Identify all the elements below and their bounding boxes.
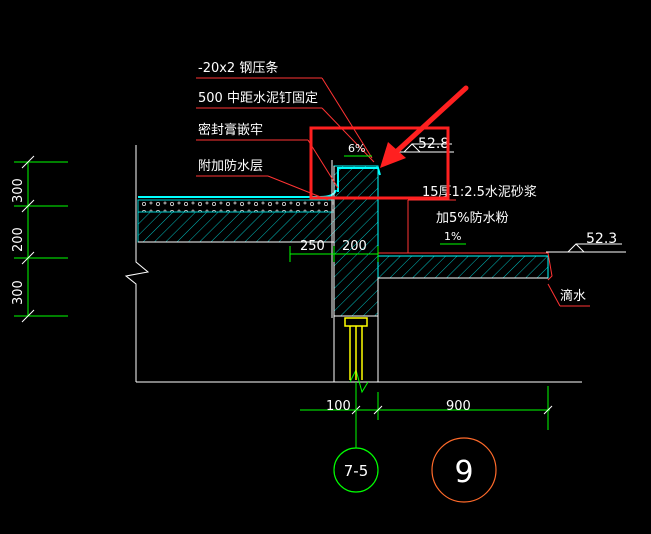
dimension-200-parapet: 200 xyxy=(342,239,367,254)
slope-canopy-text: 1% xyxy=(444,230,461,243)
canopy-mortar-outline xyxy=(378,252,553,281)
dimension-300-bottom: 300 xyxy=(11,280,26,305)
steel-strip xyxy=(337,167,381,192)
dimension-100: 100 xyxy=(326,399,351,414)
dimension-300-top: 300 xyxy=(11,178,26,203)
slope-marker-parapet: 6% xyxy=(344,142,372,157)
elevation-marker-parapet xyxy=(398,143,454,153)
dimension-900: 900 xyxy=(446,399,471,414)
note-drip: 滴水 xyxy=(560,288,586,304)
detail-number-bubble xyxy=(431,437,497,503)
detail-number: 9 xyxy=(454,455,473,490)
note-additive: 加5%防水粉 xyxy=(436,210,509,226)
window-frame xyxy=(344,317,368,380)
elevation-parapet-text: 52.8 xyxy=(418,136,449,152)
note-sealant: 密封膏嵌牢 xyxy=(198,122,263,138)
note-nails: 500 中距水泥钉固定 xyxy=(198,91,318,106)
dimension-250: 250 xyxy=(300,239,325,254)
axis-label: 7-5 xyxy=(344,462,369,480)
elevation-marker-canopy xyxy=(546,243,626,253)
dimension-200: 200 xyxy=(11,227,26,252)
note-steel-strip: -20x2 钢压条 xyxy=(198,60,278,76)
highlight-arrow xyxy=(380,85,469,168)
slope-parapet-text: 6% xyxy=(348,142,365,155)
note-mortar: 15厚1:2.5水泥砂浆 xyxy=(422,185,537,200)
note-waterproof: 附加防水层 xyxy=(198,158,263,174)
wall-dimension xyxy=(289,246,379,262)
elevation-canopy-text: 52.3 xyxy=(586,231,617,247)
axis-bubble xyxy=(333,447,379,493)
roof-slab xyxy=(137,189,337,243)
vertical-dimension-chain xyxy=(14,155,68,323)
slope-marker-canopy: 1% xyxy=(440,230,466,245)
highlight-box xyxy=(309,126,450,200)
break-lines xyxy=(124,145,582,394)
note-leaders xyxy=(196,77,590,307)
